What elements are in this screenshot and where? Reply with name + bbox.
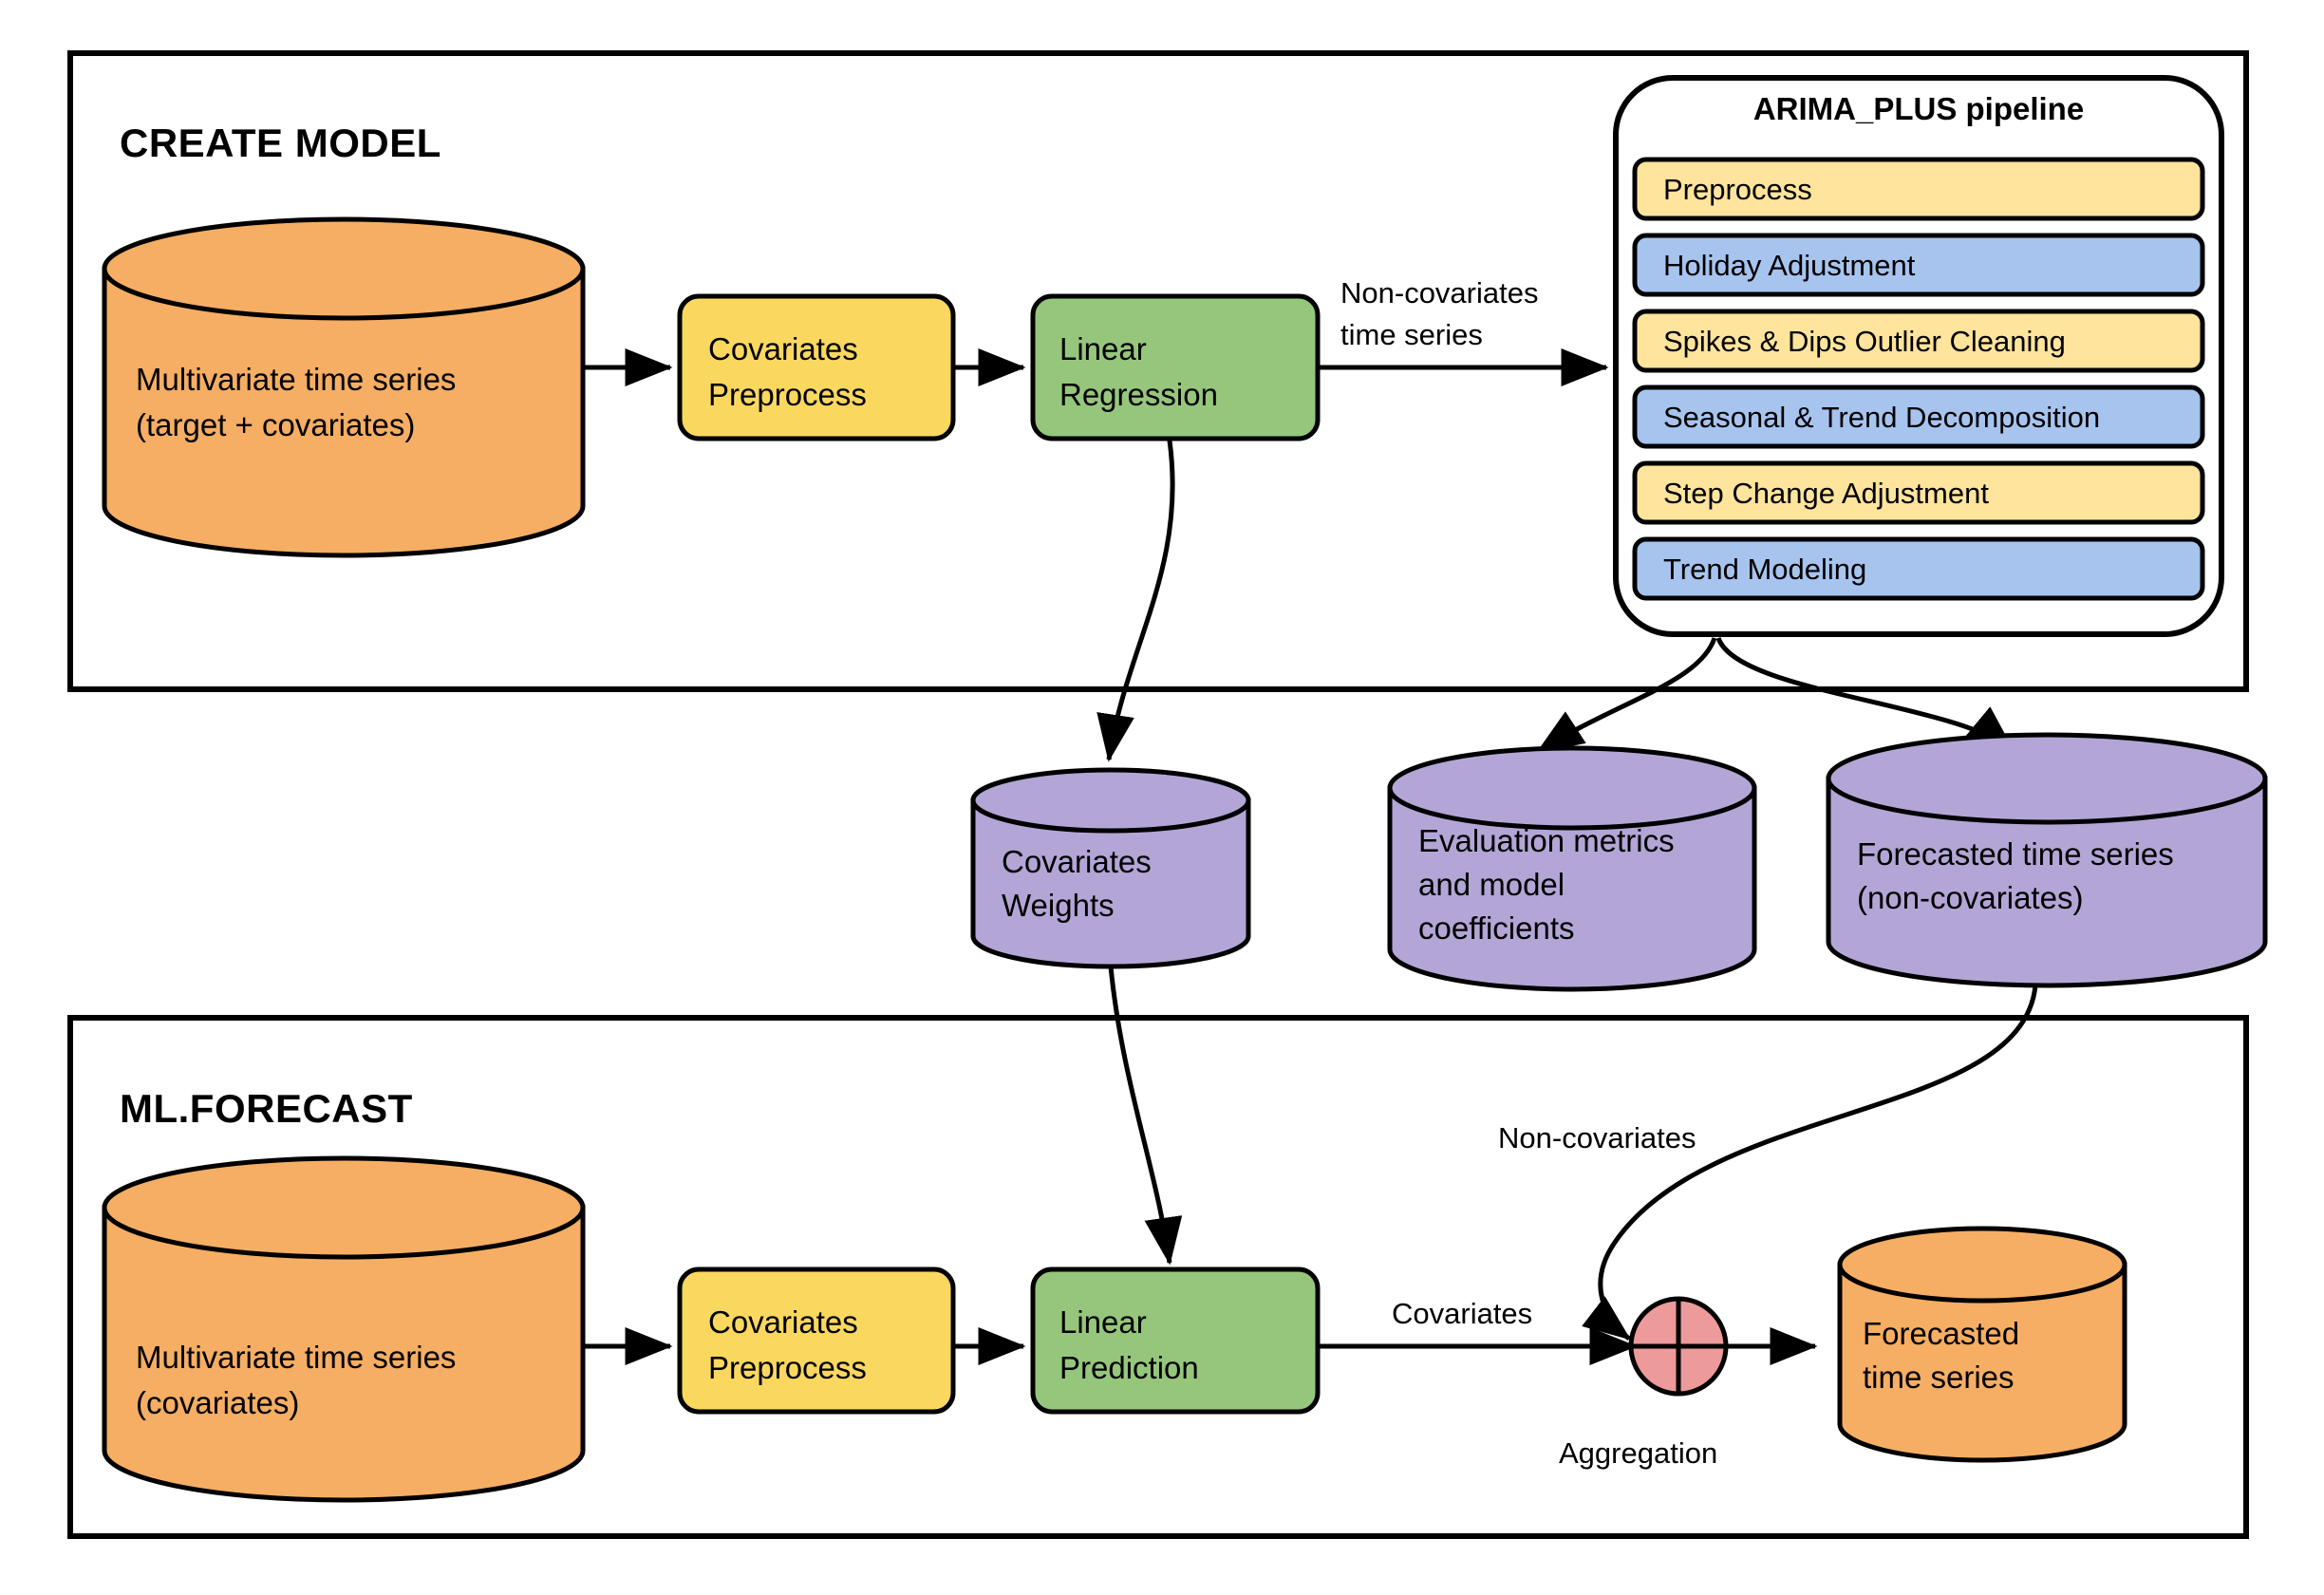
edge-label-non-covariates-time-series-line1: Non-covariates: [1340, 276, 1539, 310]
forecasted-non-covariates-label-line2: (non-covariates): [1857, 880, 2084, 915]
evaluation-metrics-cylinder-shape: [1387, 745, 1757, 992]
edge-label-non-covariates: Non-covariates: [1498, 1121, 1696, 1154]
pipeline-stage-trend-modeling[interactable]: Trend Modeling: [1663, 553, 1867, 586]
forecasted-result-label-line1: Forecasted: [1863, 1316, 2020, 1351]
arrow-forecasted-non-covariates-to-aggregation: [1582, 985, 2038, 1341]
pipeline-stage-rect-4[interactable]: [1632, 460, 2205, 525]
pipeline-stage-step-change-adjustment[interactable]: Step Change Adjustment: [1663, 477, 1989, 510]
linear-regression-box-shape[interactable]: [1030, 293, 1321, 441]
forecasted-result-label-line2: time series: [1863, 1360, 2015, 1395]
aggregation-node-shape[interactable]: [1628, 1296, 1729, 1397]
pipeline-stage-rect-3[interactable]: [1632, 385, 2205, 449]
ml-covariates-preprocess-label-line2: Preprocess: [708, 1350, 867, 1385]
pipeline-stage-seasonal-trend-decomposition[interactable]: Seasonal & Trend Decomposition: [1663, 401, 2101, 434]
forecasted-non-covariates-label-line1: Forecasted time series: [1857, 836, 2174, 872]
page-title-ml-forecast: ML.FORECAST: [120, 1086, 413, 1131]
pipeline-stage-rect-1[interactable]: [1632, 233, 2205, 297]
pipeline-stage-rect-2[interactable]: [1632, 309, 2205, 373]
linear-regression-label-line2: Regression: [1059, 377, 1218, 412]
forecasted-non-covariates-cylinder-shape: [1826, 732, 2268, 988]
pipeline-stage-preprocess[interactable]: Preprocess: [1663, 173, 1812, 206]
edge-label-covariates: Covariates: [1392, 1297, 1533, 1330]
arima-plus-pipeline-title: ARIMA_PLUS pipeline: [1752, 91, 2085, 126]
ml-forecast-source-label-line2: (covariates): [136, 1385, 300, 1420]
pipeline-stage-rect-0[interactable]: [1632, 157, 2205, 221]
evaluation-metrics-label-line2: and model: [1418, 867, 1565, 902]
pipeline-stage-spikes-dips-outlier-cleaning[interactable]: Spikes & Dips Outlier Cleaning: [1663, 325, 2066, 358]
arrow-covariates-weights-to-prediction: [1108, 966, 1183, 1266]
edge-label-non-covariates-time-series-line2: time series: [1340, 318, 1483, 351]
linear-prediction-label-line2: Prediction: [1059, 1350, 1199, 1385]
covariates-weights-cylinder-shape: [970, 767, 1251, 969]
ml-covariates-preprocess-label-line1: Covariates: [708, 1304, 858, 1340]
evaluation-metrics-label-line1: Evaluation metrics: [1418, 823, 1675, 858]
ml-forecast-source-cylinder-shape: [102, 1155, 586, 1503]
arrow-pipeline-to-forecasted-non-covariates: [1715, 636, 2015, 752]
covariates-weights-label-line2: Weights: [1002, 888, 1115, 923]
page-title-create-model: CREATE MODEL: [120, 121, 441, 165]
covariates-preprocess-box-shape[interactable]: [677, 293, 956, 441]
create-model-source-cylinder-shape: [102, 216, 586, 558]
arrow-regression-to-covariates-weights: [1096, 440, 1175, 762]
evaluation-metrics-label-line3: coefficients: [1418, 910, 1575, 946]
covariates-weights-label-line1: Covariates: [1002, 844, 1152, 879]
aggregation-label: Aggregation: [1559, 1436, 1718, 1470]
arrow-pipeline-to-evaluation-metrics: [1535, 637, 1717, 755]
create-model-source-label-line2: (target + covariates): [136, 407, 416, 442]
pipeline-stage-rect-5[interactable]: [1632, 536, 2205, 601]
pipeline-stage-holiday-adjustment[interactable]: Holiday Adjustment: [1663, 249, 1916, 282]
linear-prediction-box-shape[interactable]: [1030, 1267, 1321, 1415]
forecasted-result-cylinder-shape: [1837, 1226, 2127, 1463]
create-model-source-label-line1: Multivariate time series: [136, 362, 457, 397]
ml-covariates-preprocess-box-shape[interactable]: [677, 1267, 956, 1415]
linear-regression-label-line1: Linear: [1059, 331, 1147, 366]
linear-prediction-label-line1: Linear: [1059, 1304, 1147, 1340]
covariates-preprocess-label-line2: Preprocess: [708, 377, 867, 412]
covariates-preprocess-label-line1: Covariates: [708, 331, 858, 366]
ml-forecast-source-label-line1: Multivariate time series: [136, 1340, 457, 1375]
